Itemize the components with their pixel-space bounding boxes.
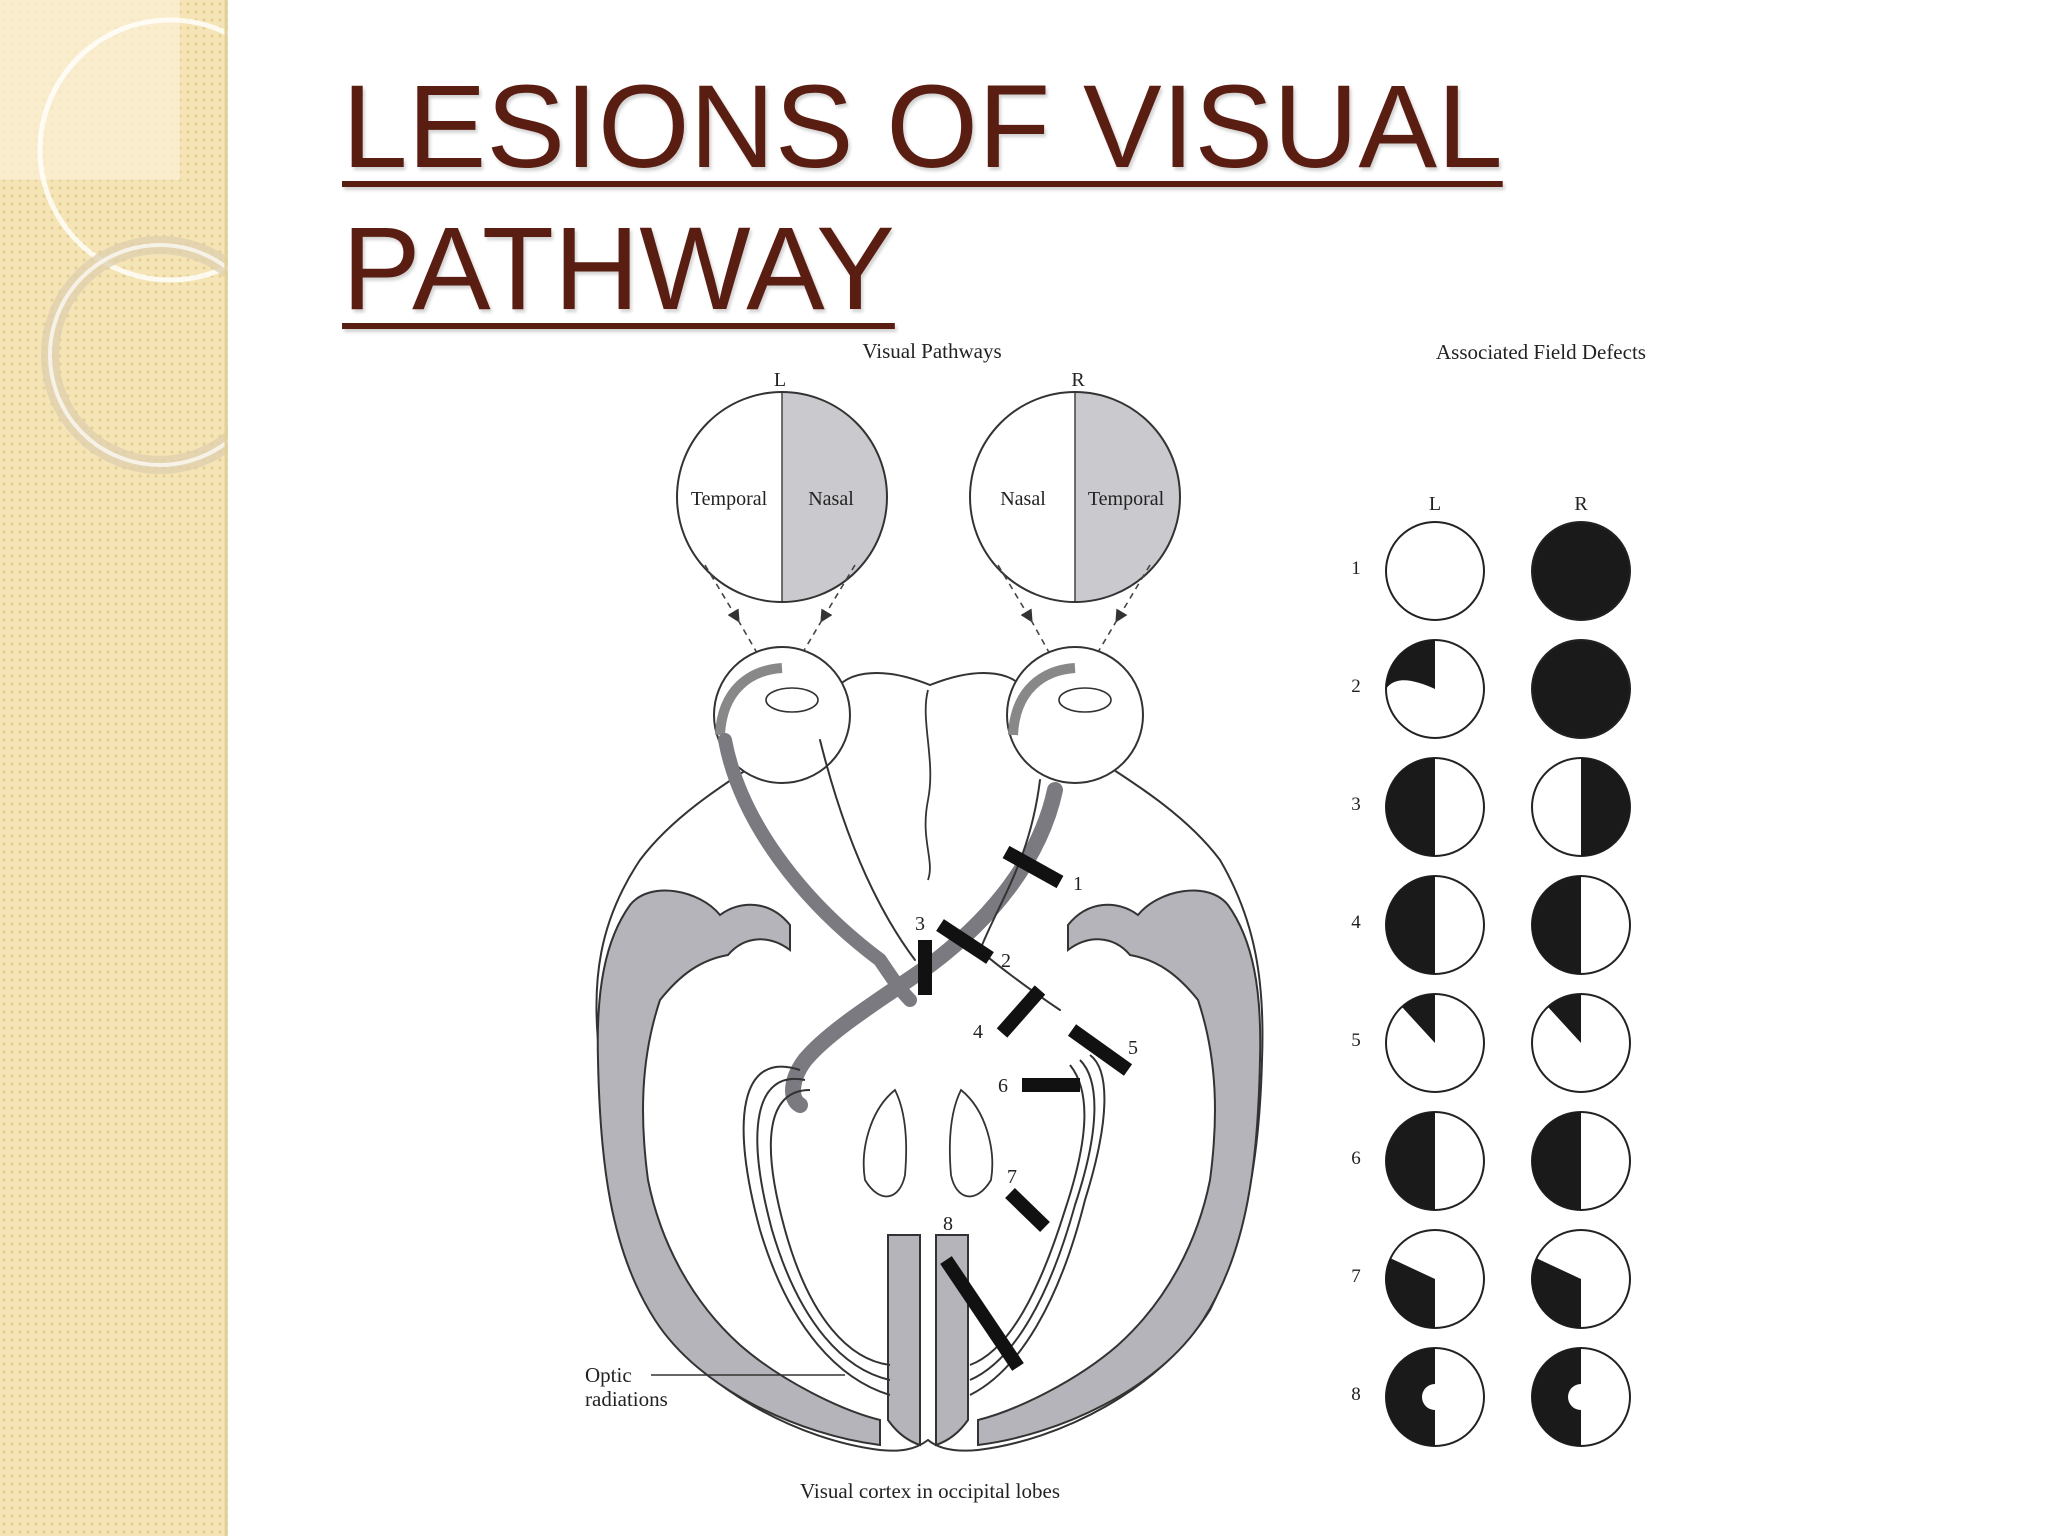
left-eye [713, 646, 851, 784]
lesion-bar-7 [1005, 1187, 1050, 1233]
optic-radiations-label-line1: Optic [585, 1363, 632, 1387]
left-field-nasal: Nasal [808, 488, 854, 510]
left-eye-label: L [774, 369, 786, 391]
defect-row-number: 7 [1351, 1266, 1361, 1287]
field-defect-1-right [1531, 521, 1631, 621]
lesion-number-5: 5 [1128, 1037, 1138, 1059]
field-defect-5-left [1385, 993, 1485, 1093]
right-field-temporal: Temporal [1088, 488, 1165, 510]
field-defect-6-right [1531, 1111, 1631, 1211]
field-defect-7-right [1531, 1229, 1631, 1329]
lesion-bar-5 [1067, 1024, 1133, 1076]
slide-title: LESIONS OF VISUAL PATHWAY [342, 61, 1503, 335]
brain-outline [595, 672, 1264, 1452]
defect-row-number: 3 [1351, 794, 1361, 815]
lesion-bars [918, 845, 1133, 1371]
lesion-number-8: 8 [943, 1213, 953, 1235]
field-defect-7-left [1385, 1229, 1485, 1329]
field-defect-6-left [1385, 1111, 1485, 1211]
defect-row-number: 5 [1351, 1030, 1361, 1051]
defect-row-number: 1 [1351, 558, 1361, 579]
defect-row-number: 2 [1351, 676, 1361, 697]
lesion-number-2: 2 [1001, 950, 1011, 972]
optic-radiations-label-line2: radiations [585, 1387, 668, 1411]
lesion-bar-4 [996, 985, 1046, 1038]
field-defect-4-left [1385, 875, 1485, 975]
defect-col-right: R [1574, 493, 1588, 515]
lesion-number-4: 4 [973, 1021, 983, 1043]
lesion-number-3: 3 [915, 913, 925, 935]
visual-cortex-label: Visual cortex in occipital lobes [800, 1479, 1060, 1503]
lesion-bar-8 [940, 1256, 1024, 1371]
right-eye-label: R [1071, 369, 1085, 391]
field-defect-table: L R 1 2 3 4 [1351, 493, 1631, 1447]
right-visual-field: Nasal Temporal [969, 391, 1181, 603]
left-field-temporal: Temporal [691, 488, 768, 510]
visual-pathways-heading: Visual Pathways [862, 339, 1001, 363]
lesion-bar-2 [936, 919, 994, 964]
field-defect-8-right [1531, 1347, 1631, 1447]
field-defect-4-right [1531, 875, 1631, 975]
optic-radiations-label: Optic radiations [585, 1363, 845, 1411]
lesion-number-labels: 1 2 3 4 5 6 7 8 [915, 873, 1138, 1235]
field-defects-heading: Associated Field Defects [1436, 340, 1646, 364]
lesion-number-7: 7 [1007, 1166, 1017, 1188]
lesion-number-1: 1 [1073, 873, 1083, 895]
right-field-nasal: Nasal [1000, 488, 1046, 510]
field-defect-5-right [1531, 993, 1631, 1093]
left-visual-field: Temporal Nasal [676, 391, 888, 603]
defect-col-left: L [1429, 493, 1441, 515]
defect-row-number: 4 [1351, 912, 1361, 933]
field-defect-3-right [1531, 757, 1631, 857]
defect-row-number: 8 [1351, 1384, 1361, 1405]
field-defect-2-left [1385, 639, 1485, 739]
defect-row-number: 6 [1351, 1148, 1361, 1169]
field-defect-1-left [1385, 521, 1485, 621]
field-defect-2-right [1531, 639, 1631, 739]
field-defect-8-left [1385, 1347, 1485, 1447]
right-eye [1006, 646, 1144, 784]
field-defect-3-left [1385, 757, 1485, 857]
decorative-sidebar [0, 0, 228, 1536]
lesion-number-6: 6 [998, 1075, 1008, 1097]
lesion-bar-1 [1002, 845, 1064, 889]
